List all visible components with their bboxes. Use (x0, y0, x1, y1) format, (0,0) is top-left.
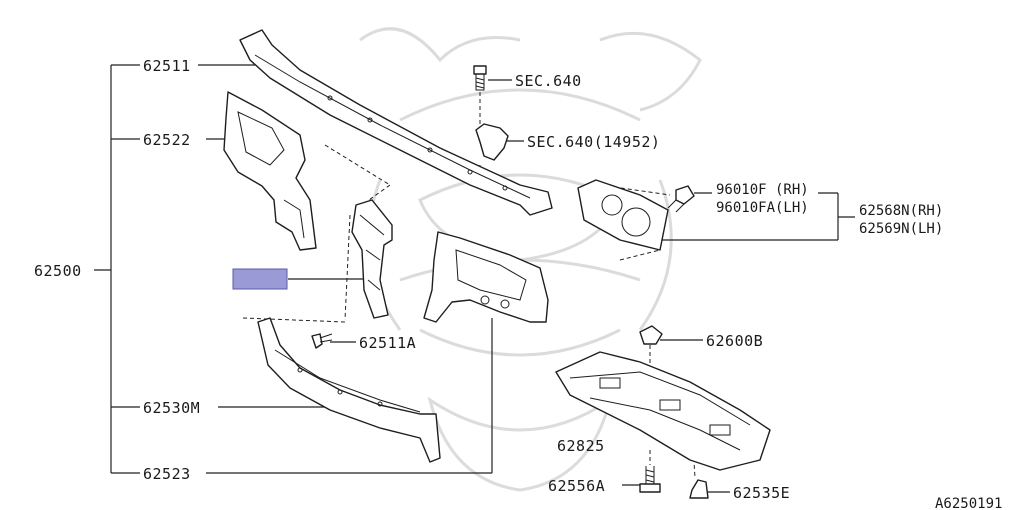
part-96010F-clip (667, 185, 695, 213)
label-62523: 62523 (143, 465, 191, 483)
part-62825-undercover (555, 351, 771, 471)
part-sec640-bolt (473, 65, 487, 91)
label-62535E: 62535E (733, 484, 790, 502)
label-96010F: 96010F (RH) (716, 182, 809, 198)
label-62500: 62500 (34, 262, 82, 280)
label-96010FA: 96010FA(LH) (716, 200, 809, 216)
part-62568N-air-guide (577, 179, 669, 251)
part-62511A-bolt (311, 333, 333, 349)
part-62523-side-panel (423, 231, 549, 323)
label-62568N: 62568N(RH) (859, 203, 943, 219)
bracket-62500 (94, 64, 140, 474)
label-62522: 62522 (143, 131, 191, 149)
diagram-code: A6250191 (935, 496, 1002, 510)
highlight-box (232, 268, 288, 290)
label-sec640: SEC.640 (515, 72, 582, 90)
label-sec640-14952: SEC.640(14952) (527, 133, 660, 151)
part-62556A-screw (639, 466, 661, 493)
part-62511-upper-bar (239, 29, 553, 216)
part-62600B-clip (639, 325, 663, 345)
part-62535E-clip (689, 479, 709, 499)
label-62569N: 62569N(LH) (859, 221, 943, 237)
label-62556A: 62556A (548, 477, 605, 495)
label-62511: 62511 (143, 57, 191, 75)
label-62825: 62825 (557, 437, 605, 455)
part-sec640-clip (475, 123, 509, 161)
part-62522-side-panel (223, 91, 317, 251)
label-62511A: 62511A (359, 334, 416, 352)
label-62600B: 62600B (706, 332, 763, 350)
label-62530M: 62530M (143, 399, 200, 417)
part-vertical-member (351, 199, 393, 319)
part-62530M-lower-bar (257, 317, 441, 463)
assembly-dash-lines (242, 92, 696, 479)
